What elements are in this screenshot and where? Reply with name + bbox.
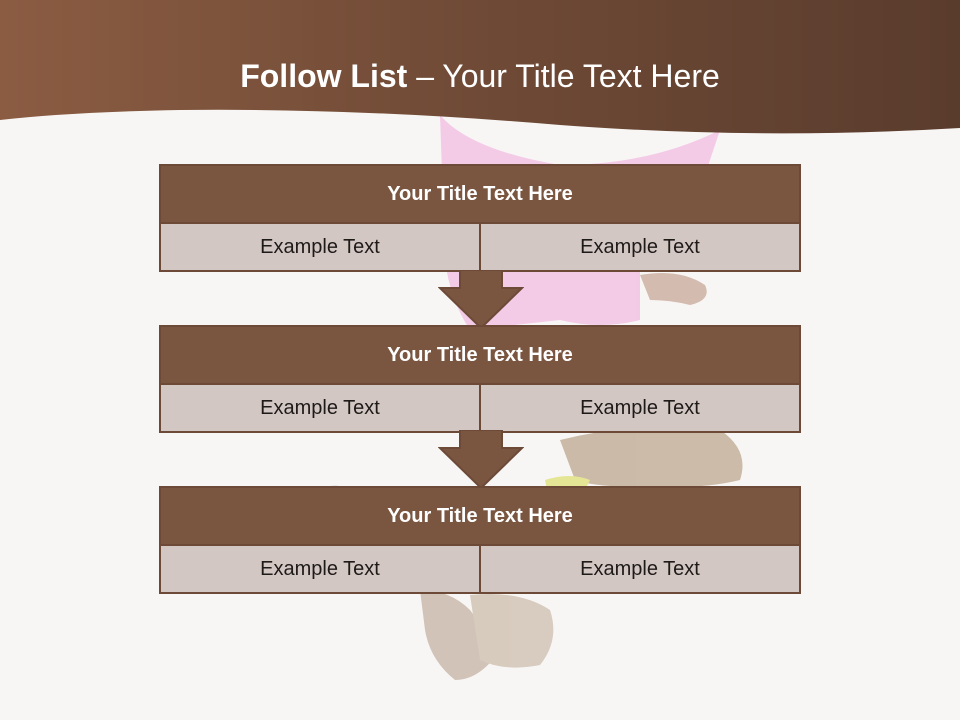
down-arrow-icon (438, 430, 524, 490)
step-row: Example Text Example Text (161, 546, 799, 592)
step-cell-right: Example Text (479, 385, 799, 431)
slide-title-rest: – Your Title Text Here (407, 58, 720, 94)
step-title: Your Title Text Here (161, 166, 799, 224)
slide-title: Follow List – Your Title Text Here (0, 52, 960, 100)
step-row: Example Text Example Text (161, 224, 799, 270)
step-cell-right: Example Text (479, 224, 799, 270)
step-cell-right: Example Text (479, 546, 799, 592)
step-title: Your Title Text Here (161, 327, 799, 385)
step-cell-left: Example Text (161, 224, 479, 270)
slide-title-bold: Follow List (240, 58, 408, 94)
step-block-1: Your Title Text Here Example Text Exampl… (159, 164, 801, 272)
step-cell-left: Example Text (161, 546, 479, 592)
header-band (0, 0, 960, 134)
down-arrow-icon (438, 270, 524, 330)
step-row: Example Text Example Text (161, 385, 799, 431)
step-cell-left: Example Text (161, 385, 479, 431)
step-block-2: Your Title Text Here Example Text Exampl… (159, 325, 801, 433)
step-title: Your Title Text Here (161, 488, 799, 546)
step-block-3: Your Title Text Here Example Text Exampl… (159, 486, 801, 594)
